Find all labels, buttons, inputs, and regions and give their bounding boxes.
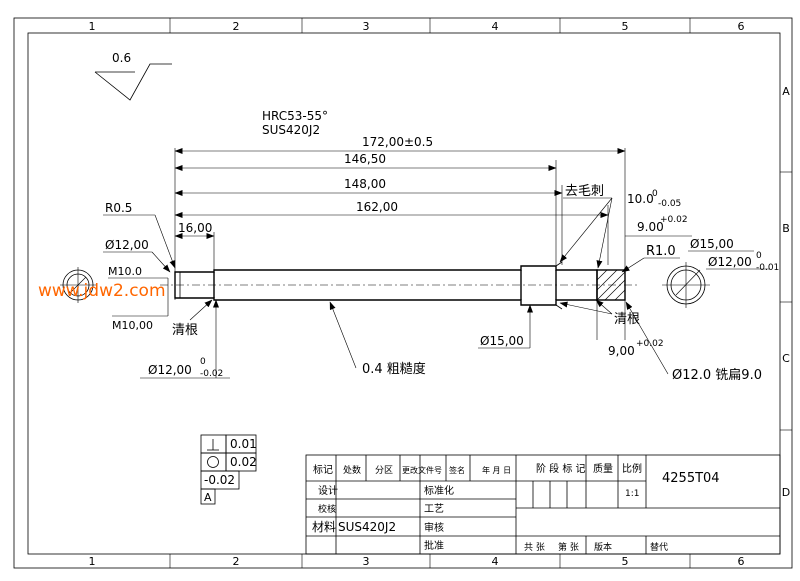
col-number-4-top: 4	[492, 20, 499, 33]
dim-9-lower-tol: +0.02	[636, 339, 664, 349]
col-number-3-top: 3	[363, 20, 370, 33]
tb-h-weight: 质量	[593, 463, 613, 475]
length-dimensions: 172,00±0.5 146,50 148,00 162,00 16,00	[174, 135, 626, 300]
surface-finish-value: 0.6	[112, 51, 131, 65]
dia-15-bottom-label: Ø15,00	[480, 334, 524, 348]
m10-lower-label: M10,00	[112, 319, 153, 332]
datum-letter: A	[204, 491, 212, 504]
tb-part-no: 4255T04	[662, 471, 720, 486]
tb-h-scale: 比例	[622, 462, 642, 475]
dia-12-bottom-tol-bot: -0.02	[200, 369, 223, 379]
dim-10-tol-bot: -0.05	[658, 199, 681, 209]
tb-version: 版本	[594, 541, 612, 553]
round-value: 0.02	[230, 455, 257, 469]
watermark-text: www.jdw2.com	[38, 281, 166, 301]
dia-12-right-tol-bot: -0.01	[756, 263, 779, 273]
tb-r-process: 工艺	[424, 503, 444, 515]
dia-12-right-tol-top: 0	[756, 251, 762, 261]
tb-r-approve: 批准	[424, 539, 444, 552]
dim-146-50: 146,50	[344, 152, 386, 166]
tb-h-zone: 分区	[375, 465, 393, 476]
dia-12-left-label: Ø12,00	[105, 238, 149, 252]
col-number-5-top: 5	[622, 20, 629, 33]
tb-h-mark: 标记	[313, 464, 333, 476]
tb-r-check: 校核	[318, 503, 336, 515]
hardness-note: HRC53-55°	[262, 109, 328, 123]
col-number-4-bottom: 4	[492, 555, 499, 568]
surface-finish-symbol: 0.6	[94, 51, 172, 101]
dim-overall-length: 172,00±0.5	[362, 135, 433, 149]
tb-h-stage: 阶 段 标 记	[536, 462, 586, 475]
tb-replace: 替代	[650, 541, 668, 553]
dim-10-tol-top: 0	[652, 189, 658, 199]
dim-10-label: 10.0	[627, 192, 654, 206]
col-number-5-bottom: 5	[622, 555, 629, 568]
tb-h-date: 年 月 日	[482, 465, 511, 475]
material-note: SUS420J2	[262, 123, 320, 137]
tb-sheets-total: 共 张	[524, 542, 545, 553]
column-dividers	[169, 18, 792, 568]
row3-value: -0.02	[204, 473, 235, 487]
col-number-2-bottom: 2	[233, 555, 240, 568]
title-block: 标记 处数 分区 更改文件号 签名 年 月 日 设计 校核 材料 SUS420J…	[305, 454, 781, 555]
dim-148-00: 148,00	[344, 177, 386, 191]
radius-0-5-label: R0.5	[105, 201, 132, 215]
dim-9-upper-label: 9.00	[637, 220, 664, 234]
perp-value: 0.01	[230, 437, 257, 451]
tb-sheet-no: 第 张	[558, 541, 579, 553]
dia-15-right-label: Ø15,00	[690, 237, 734, 251]
tb-r-review: 审核	[424, 521, 444, 534]
col-number-6-bottom: 6	[738, 555, 745, 568]
col-number-2-top: 2	[233, 20, 240, 33]
row-letter-a: A	[782, 85, 790, 98]
m10-upper-label: M10.0	[108, 265, 142, 278]
col-number-1-bottom: 1	[89, 555, 96, 568]
flat-mill-label: Ø12.0 铣扁9.0	[672, 368, 762, 383]
clean-root-left-label: 清根	[172, 323, 198, 338]
tb-h-sign: 签名	[449, 465, 465, 475]
hatching	[596, 269, 626, 301]
clean-root-right-label: 清根	[614, 312, 640, 327]
right-end-view	[662, 262, 710, 308]
tb-r-standard: 标准化	[424, 484, 454, 497]
dim-9-lower-label: 9,00	[608, 344, 635, 358]
dia-12-bottom-label: Ø12,00	[148, 363, 192, 377]
tb-scale-value: 1:1	[625, 489, 639, 499]
row-letter-c: C	[782, 352, 790, 365]
radius-1-0-label: R1.0	[646, 244, 676, 259]
row-letter-b: B	[782, 222, 790, 235]
dia-12-bottom-tol-top: 0	[200, 357, 206, 367]
col-number-6-top: 6	[738, 20, 745, 33]
dia-12-right-label: Ø12,00	[708, 255, 752, 269]
col-number-3-bottom: 3	[363, 555, 370, 568]
tb-h-docno: 更改文件号	[402, 465, 442, 475]
shaft-profile	[160, 261, 640, 310]
tb-r-design: 设计	[318, 484, 338, 497]
tb-h-count: 处数	[343, 464, 361, 476]
tb-r-material: 材料	[312, 520, 336, 534]
dim-9-upper-tol: +0.02	[660, 215, 688, 225]
row-letter-d: D	[782, 486, 790, 499]
tolerance-box: 0.01 0.02 -0.02 A	[200, 434, 257, 505]
dim-16-00: 16,00	[178, 221, 212, 235]
tb-material-value: SUS420J2	[338, 520, 396, 534]
left-end-view	[60, 267, 96, 303]
roughness-label: 0.4 粗糙度	[362, 361, 426, 377]
dim-162-00: 162,00	[356, 200, 398, 214]
col-number-1-top: 1	[89, 20, 96, 33]
deburr-label: 去毛刺	[565, 184, 604, 199]
